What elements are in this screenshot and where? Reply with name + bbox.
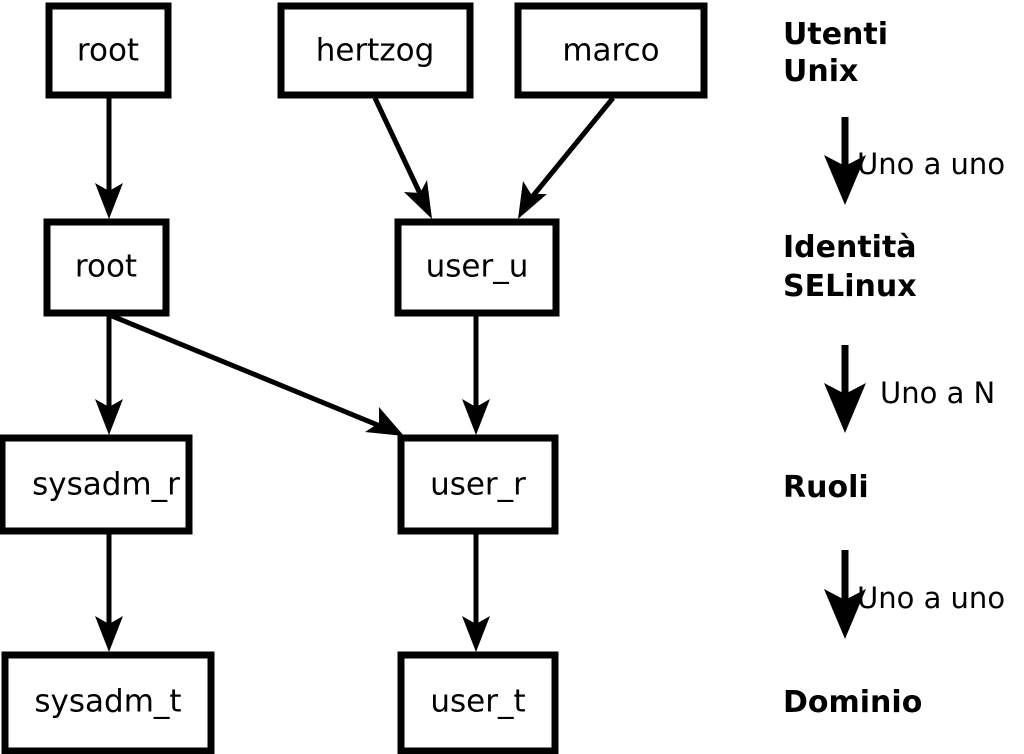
edge-hertzog-to-user-u (372, 96, 432, 219)
node-domain-user-t[interactable]: user_t (397, 651, 559, 754)
edge-user-r-to-user-t (462, 534, 490, 652)
legend-heading-line2: SELinux (783, 269, 917, 304)
legend-arrow-1-icon (824, 155, 866, 205)
node-label: marco (562, 33, 659, 69)
edge-unix-root-to-id-root (95, 98, 123, 219)
node-role-user-r[interactable]: user_r (397, 434, 559, 535)
legend-relation-3: Uno a uno (824, 550, 1005, 639)
node-label: root (75, 249, 137, 285)
legend-heading-line2: Unix (783, 54, 858, 89)
legend-relation-label: Uno a uno (857, 581, 1005, 615)
legend-level-domains: Dominio (783, 685, 922, 720)
legend-level-roles: Ruoli (783, 470, 869, 505)
legend-heading-line1: Utenti (783, 17, 888, 52)
node-role-sysadm-r[interactable]: sysadm_r (0, 434, 193, 535)
node-unix-hertzog[interactable]: hertzog (277, 2, 474, 99)
edge-id-root-to-sysadm-r (95, 316, 123, 435)
node-label: user_t (430, 684, 525, 720)
edge-marco-to-user-u (518, 96, 615, 219)
node-label: user_r (430, 467, 526, 503)
legend-level-selinux-identity: Identità SELinux (783, 230, 917, 304)
legend-heading-line1: Identità (783, 230, 917, 265)
legend-arrow-3-icon (824, 589, 866, 639)
legend-relation-label: Uno a N (880, 376, 995, 410)
edge-id-root-to-user-r (111, 313, 404, 436)
node-label: root (77, 33, 139, 69)
legend-relation-1: Uno a uno (824, 117, 1005, 205)
edge-user-u-to-user-r (462, 316, 490, 435)
node-label: sysadm_r (32, 467, 180, 503)
node-domain-sysadm-t[interactable]: sysadm_t (1, 651, 215, 754)
legend-arrow-2-icon (824, 383, 866, 433)
edge-sysadm-r-to-sysadm-t (95, 534, 123, 652)
legend-heading-line1: Dominio (783, 685, 922, 720)
legend-relation-2: Uno a N (824, 345, 995, 433)
node-label: user_u (426, 249, 529, 285)
node-unix-root[interactable]: root (45, 2, 172, 99)
legend-heading-line1: Ruoli (783, 470, 869, 505)
node-unix-marco[interactable]: marco (514, 2, 708, 99)
node-identity-root[interactable]: root (43, 218, 170, 317)
legend-relation-label: Uno a uno (857, 147, 1005, 181)
node-label: hertzog (316, 33, 435, 69)
node-label: sysadm_t (34, 684, 181, 720)
edges-group (95, 96, 615, 652)
legend-level-unix-users: Utenti Unix (783, 17, 888, 89)
legend-column: Utenti Unix Uno a uno Identità SELinux U… (783, 17, 1005, 720)
node-identity-user-u[interactable]: user_u (394, 218, 560, 317)
